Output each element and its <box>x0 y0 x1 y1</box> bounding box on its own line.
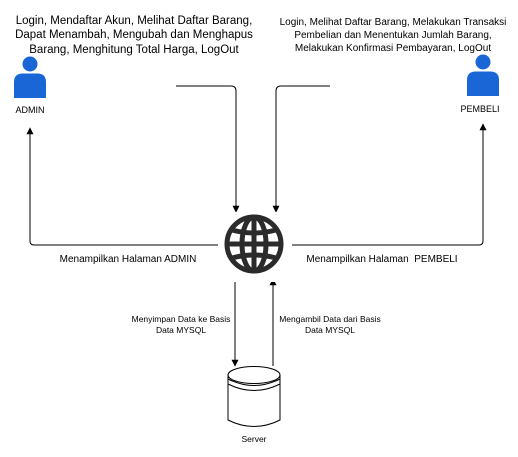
buyer-page-arrow <box>292 123 487 246</box>
fetch-data-label: Mengambil Data dari Basis Data MYSQL <box>279 314 381 336</box>
save-data-label: Menyimpan Data ke Basis Data MYSQL <box>131 314 231 336</box>
server-label: Server <box>241 434 267 444</box>
buyer-description: Login, Melihat Daftar Barang, Melakukan … <box>279 17 507 54</box>
globe-icon <box>220 212 290 282</box>
buyer-request-arrow <box>272 85 330 213</box>
admin-page-arrow <box>26 127 218 246</box>
buyer-user-icon <box>467 54 499 96</box>
admin-request-arrow <box>176 85 240 213</box>
admin-user-icon <box>14 56 46 98</box>
buyer-label: PEMBELI <box>460 104 500 114</box>
buyer-page-label: Menampilkan Halaman PEMBELI <box>306 254 458 265</box>
admin-label: ADMIN <box>15 105 45 115</box>
database-icon <box>227 366 281 427</box>
admin-description: Login, Mendaftar Akun, Melihat Daftar Ba… <box>15 15 253 56</box>
admin-page-label: Menampilkan Halaman ADMIN <box>59 254 197 265</box>
